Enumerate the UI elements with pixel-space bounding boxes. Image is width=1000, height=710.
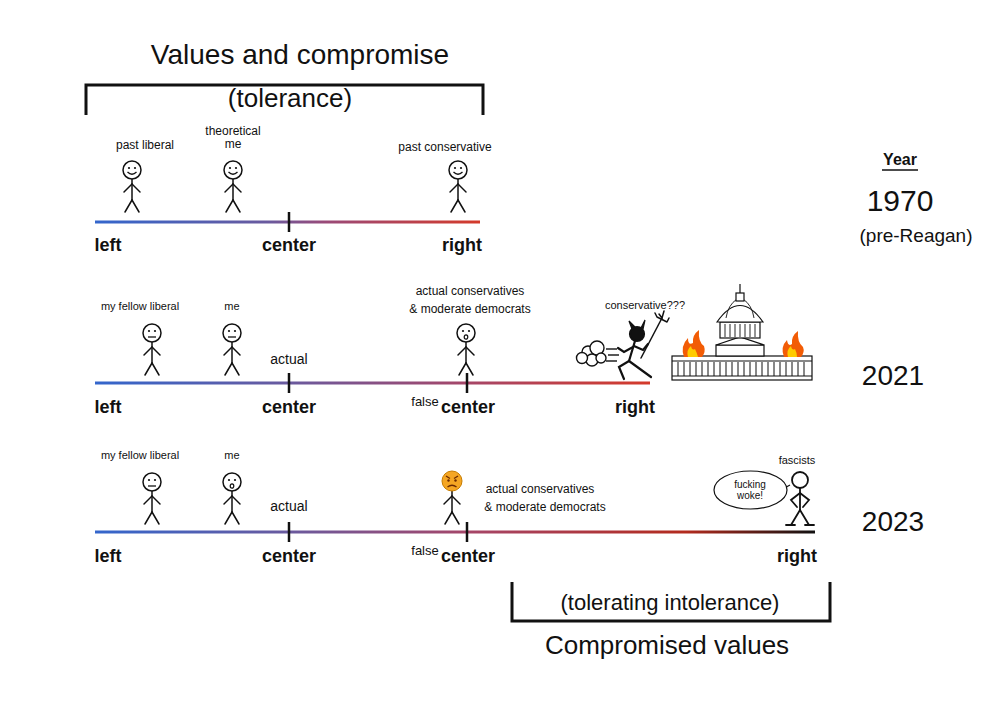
bubble-outline [714,471,787,509]
label: & moderate democrats [484,501,605,514]
spectrum-line [95,522,815,542]
label: center [262,547,316,567]
label: my fellow liberal [101,449,179,461]
label: left [95,398,122,418]
label: 2023 [862,507,924,538]
fire [683,330,804,357]
spectrum-line [95,373,650,393]
spectrum-line [95,212,480,232]
running-figure [618,311,669,379]
speech-bubble: fucking woke! [713,470,788,510]
label: past liberal [116,139,174,152]
label: me [224,449,239,461]
label: theoretical me [198,125,268,151]
label: Values and compromise [151,40,449,71]
label: center [262,236,316,256]
dust-cloud [577,341,620,366]
bracket [512,582,830,621]
label: center [441,398,495,418]
stick-figure [123,161,467,212]
label: center [262,398,316,418]
label: my fellow liberal [101,300,179,312]
bubble-text: fucking woke! [727,479,773,501]
label: actual [270,352,307,367]
label: & moderate democrats [409,303,530,316]
label: actual conservatives [416,285,525,298]
label: 1970 [867,184,934,217]
label: Year [883,151,917,169]
label: conservative??? [605,299,685,311]
label: right [442,236,482,256]
capitol-building [672,284,812,380]
label: left [95,547,122,567]
label: fascists [779,454,816,466]
label: false [411,544,438,558]
label: (pre-Reagan) [860,226,973,247]
angry-face [442,471,462,491]
label: 2021 [862,361,924,392]
label: center [441,547,495,567]
label: right [615,398,655,418]
label: left [95,236,122,256]
stick-figure [143,324,475,375]
label: past conservative [398,141,491,154]
fascist-figure [786,472,814,525]
stick-figure [143,473,460,524]
label: me [224,300,239,312]
label: actual [270,499,307,514]
label: Compromised values [545,631,789,660]
label: (tolerating intolerance) [561,591,780,615]
label: actual conservatives [486,483,595,496]
label: right [777,547,817,567]
label: false [411,395,438,409]
underline [882,169,918,170]
label: (tolerance) [228,84,352,113]
